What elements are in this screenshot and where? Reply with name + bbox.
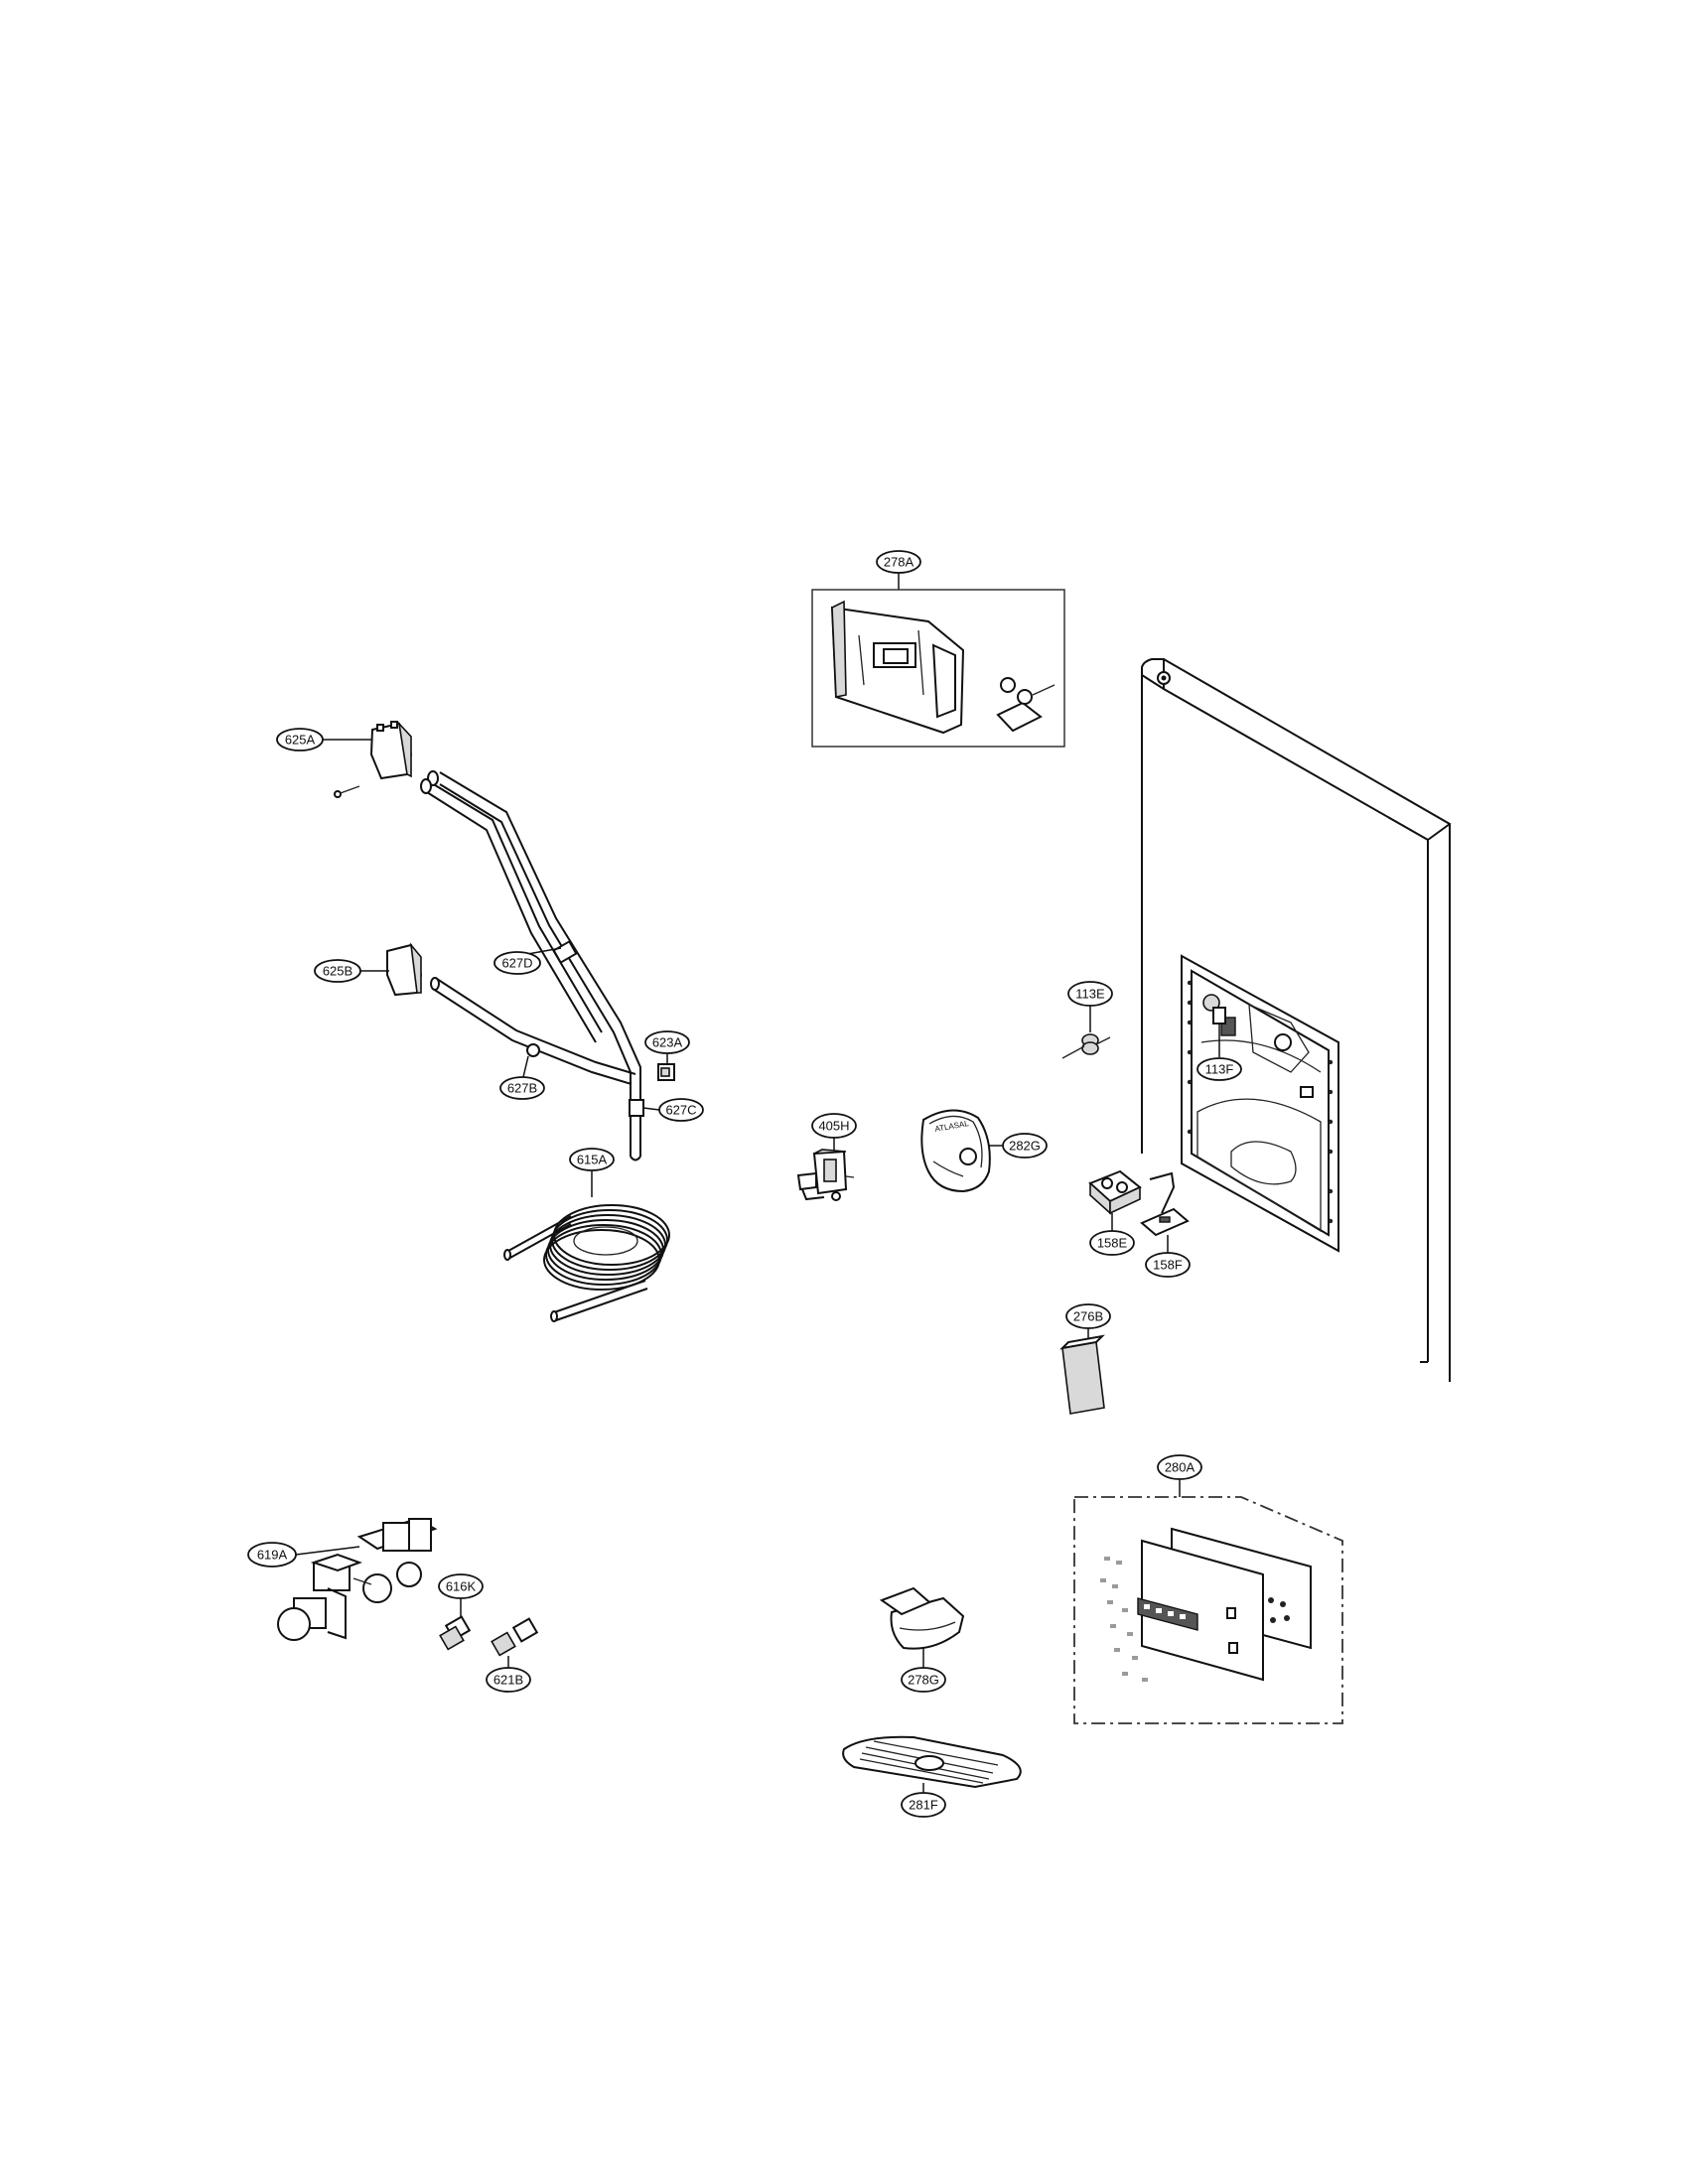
door-panel: [1141, 658, 1451, 1382]
callout-621B: 621B: [486, 1667, 531, 1693]
part-276B-panel: [1059, 1328, 1105, 1415]
svg-text:113E: 113E: [1075, 987, 1105, 1002]
part-625B-bracket: [359, 942, 423, 997]
callout-278G: 278G: [901, 1667, 946, 1693]
part-278G-chute: [879, 1586, 965, 1668]
svg-text:276B: 276B: [1073, 1309, 1103, 1324]
callout-625A: 625A: [276, 728, 324, 751]
callout-627B: 627B: [499, 1076, 545, 1100]
callout-113E: 113E: [1067, 981, 1113, 1007]
part-278A-housing: [811, 572, 1065, 748]
part-280A-control-panel: [1073, 1479, 1343, 1724]
svg-text:615A: 615A: [577, 1153, 608, 1167]
part-405H-switch: [796, 1138, 855, 1201]
part-158E-button: [1088, 1169, 1142, 1231]
svg-text:113F: 113F: [1205, 1062, 1234, 1077]
svg-text:282G: 282G: [1009, 1139, 1041, 1154]
svg-text:625B: 625B: [323, 964, 352, 979]
part-621B-fitting: [491, 1617, 539, 1668]
part-281F-drip-tray: [842, 1735, 1022, 1793]
svg-text:405H: 405H: [818, 1119, 849, 1134]
callout-281F: 281F: [901, 1792, 946, 1818]
callout-625B: 625B: [314, 959, 361, 983]
callout-405H: 405H: [811, 1113, 857, 1139]
svg-text:158F: 158F: [1153, 1258, 1183, 1273]
tube-627B: [430, 977, 636, 1085]
svg-text:619A: 619A: [257, 1548, 288, 1563]
svg-text:281F: 281F: [909, 1798, 938, 1813]
callout-113F: 113F: [1196, 1057, 1242, 1081]
svg-text:625A: 625A: [285, 733, 316, 748]
svg-text:158E: 158E: [1097, 1236, 1128, 1251]
svg-text:616K: 616K: [446, 1579, 477, 1594]
callout-619A: 619A: [247, 1542, 297, 1568]
svg-text:621B: 621B: [493, 1673, 523, 1688]
callout-627D: 627D: [493, 951, 541, 975]
part-625A-bracket: [322, 721, 413, 798]
part-113E-spring: [1061, 1006, 1111, 1059]
callout-615A: 615A: [569, 1148, 615, 1171]
callout-627C: 627C: [658, 1098, 704, 1122]
svg-text:278A: 278A: [884, 555, 914, 570]
part-158F-plate: [1140, 1171, 1190, 1253]
part-282G-cover: ATLASAL: [920, 1109, 1003, 1193]
tube-assembly-627D: [420, 770, 641, 1161]
svg-text:627C: 627C: [665, 1103, 696, 1118]
svg-text:627D: 627D: [501, 956, 532, 971]
part-623A-clip: [657, 1052, 675, 1081]
callout-282G: 282G: [1002, 1133, 1048, 1159]
part-616K-fitting: [439, 1598, 472, 1651]
callout-278A: 278A: [876, 550, 921, 574]
callout-616K: 616K: [438, 1573, 484, 1599]
part-619A-valve: [277, 1517, 438, 1641]
svg-text:627B: 627B: [507, 1081, 537, 1096]
callout-280A: 280A: [1157, 1454, 1202, 1480]
part-113F-lever: [1212, 1007, 1226, 1057]
callout-623A: 623A: [644, 1030, 690, 1054]
part-627C-clamp: [629, 1099, 660, 1117]
callout-276B: 276B: [1065, 1303, 1111, 1329]
svg-text:623A: 623A: [652, 1035, 683, 1050]
svg-text:278G: 278G: [908, 1673, 939, 1688]
callout-158F: 158F: [1145, 1252, 1191, 1278]
tubing-coil-615A: [503, 1169, 670, 1322]
callout-158E: 158E: [1089, 1230, 1135, 1256]
svg-text:280A: 280A: [1165, 1460, 1196, 1475]
